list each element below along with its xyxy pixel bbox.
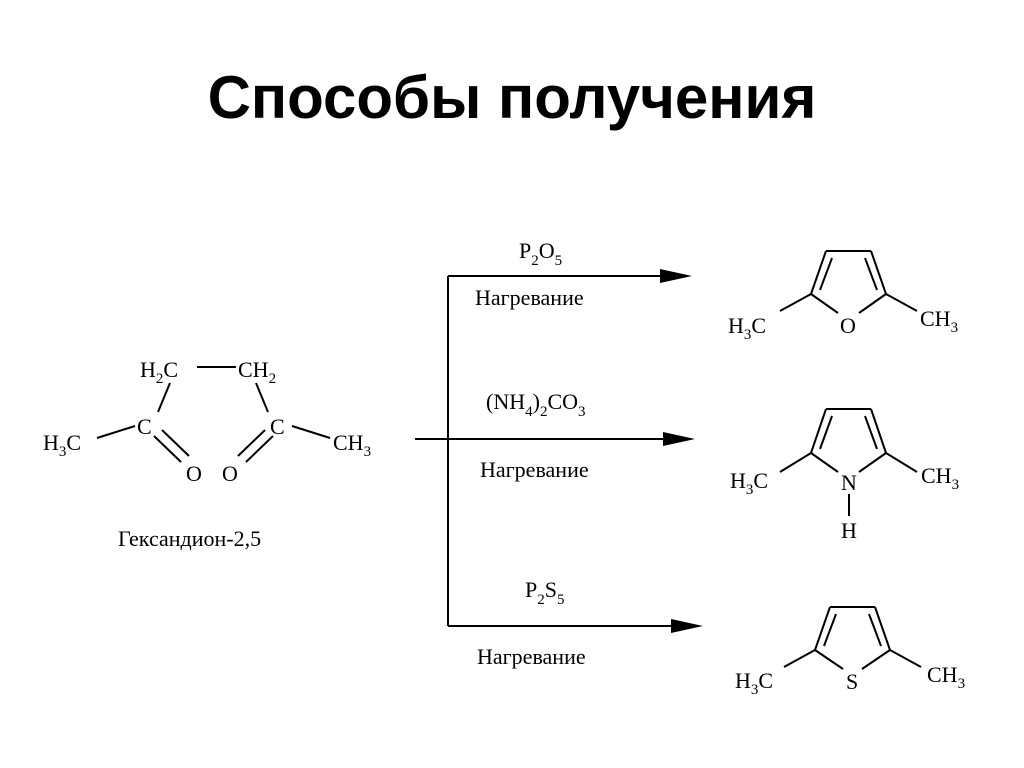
- reagent-0-part-2: O: [539, 238, 555, 263]
- bond-c2-ch3: [783, 649, 816, 668]
- ring-double-c4-c5-inner: [868, 613, 882, 647]
- double-bond-c-o-right-b: [237, 429, 266, 457]
- atom-ch2-left: H2C: [140, 357, 178, 387]
- ring-bond-c2-c3: [810, 250, 827, 295]
- reagent-0-part-0: P: [519, 238, 531, 263]
- arrow-middle-head: [663, 432, 695, 446]
- atom-ch2-right: CH2: [238, 357, 276, 387]
- ring-double-c2-c3-inner: [819, 257, 833, 291]
- bond-ch2-c-right: [255, 382, 269, 413]
- ring-bond-c2-n: [810, 452, 839, 473]
- ring-bond-c2-o: [810, 293, 839, 314]
- reagent-p2s5: P2S5: [525, 577, 565, 608]
- ring-bond-c4-c5: [874, 606, 891, 651]
- reagent-1-part-0: (NH: [486, 389, 525, 414]
- methyl-left: H3C: [728, 313, 766, 343]
- atom-ch3-right: CH3: [333, 430, 371, 460]
- ring-bond-c5-o: [858, 293, 887, 314]
- ring-double-c4-c5-inner: [864, 257, 878, 291]
- reagent-p2o5: P2O5: [519, 238, 562, 269]
- reactant-caption: Гександион-2,5: [118, 526, 261, 551]
- reagent-nh4-2co3: (NH4)2CO3: [486, 389, 586, 420]
- bond-c5-ch3: [885, 452, 918, 473]
- double-bond-c-o-right-a: [245, 435, 274, 463]
- reactant-hexanedione: [96, 366, 331, 463]
- bond-ch2-c-left: [157, 382, 171, 413]
- heteroatom-n: N: [841, 470, 857, 495]
- reagent-1-part-3: 2: [540, 404, 548, 420]
- condition-bottom: Нагревание: [477, 644, 586, 669]
- ring-bond-c2-c3: [814, 606, 831, 651]
- ring-double-c2-c3-inner: [819, 415, 833, 450]
- methyl-left: H3C: [735, 668, 773, 698]
- slide-title: Способы получения: [207, 64, 817, 131]
- methyl-right: CH3: [927, 662, 965, 692]
- reagent-2-part-1: 2: [537, 592, 545, 608]
- condition-top: Нагревание: [475, 285, 584, 310]
- ring-bond-c4-c5: [870, 250, 887, 295]
- bond-ch3-c-left: [96, 425, 136, 439]
- heteroatom-s: S: [846, 669, 858, 694]
- ring-bond-c4-c5: [870, 408, 887, 454]
- double-bond-c-o-left-b: [161, 429, 190, 457]
- reactant-atom-labels: H3C C H2C CH2 C CH3 O O: [43, 357, 371, 486]
- reaction-conditions: P2O5 Нагревание (NH4)2CO3 Нагревание P2S…: [475, 238, 589, 669]
- atom-c-right: C: [270, 414, 285, 439]
- reagent-1-part-5: 3: [578, 404, 586, 420]
- methyl-left: H3C: [730, 468, 768, 498]
- arrow-bottom-head: [671, 619, 703, 633]
- ring-bond-c2-s: [814, 649, 844, 670]
- product-dimethylpyrrole: N H H3C CH3: [730, 408, 959, 543]
- reagent-1-part-2: ): [533, 389, 540, 414]
- atom-o-left: O: [186, 461, 202, 486]
- bond-c2-ch3: [779, 452, 812, 473]
- methyl-right: CH3: [921, 463, 959, 493]
- ring-bond-c5-n: [858, 452, 887, 473]
- reagent-0-part-1: 2: [531, 253, 539, 269]
- ring-bond-c2-c3: [810, 408, 827, 454]
- double-bond-c-o-left-a: [153, 435, 182, 463]
- ring-bond-c5-s: [861, 649, 891, 670]
- reagent-1-part-1: 4: [525, 404, 533, 420]
- reagent-2-part-3: 5: [557, 592, 565, 608]
- reagent-2-part-2: S: [545, 577, 557, 602]
- bond-c5-ch3: [889, 649, 922, 668]
- bond-c5-ch3: [885, 293, 918, 312]
- methyl-right: CH3: [920, 306, 958, 336]
- product-dimethylfuran: O H3C CH3: [728, 250, 958, 343]
- heteroatom-o: O: [840, 313, 856, 338]
- ring-double-c4-c5-inner: [864, 415, 878, 450]
- arrow-top-head: [660, 269, 692, 283]
- atom-c-left: C: [137, 414, 152, 439]
- condition-middle: Нагревание: [480, 457, 589, 482]
- hydrogen-on-n: H: [841, 518, 857, 543]
- reagent-1-part-4: CO: [547, 389, 578, 414]
- bond-c-ch3-right: [291, 425, 331, 439]
- arrow-heads: [660, 269, 703, 633]
- atom-o-right: O: [222, 461, 238, 486]
- reagent-2-part-0: P: [525, 577, 537, 602]
- bond-c2-ch3: [779, 293, 812, 312]
- atom-ch3-left: H3C: [43, 430, 81, 460]
- reaction-arrows: [415, 275, 678, 627]
- reagent-0-part-3: 5: [555, 253, 563, 269]
- product-dimethylthiophene: S H3C CH3: [735, 606, 965, 698]
- ring-double-c2-c3-inner: [823, 613, 837, 647]
